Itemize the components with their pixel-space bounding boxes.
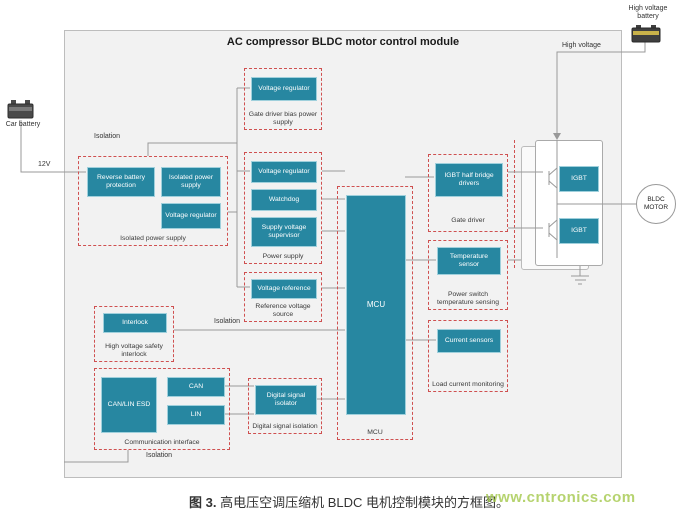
group-label: Reference voltage source — [255, 302, 311, 318]
block-digital-signal-isolator: Digital signal isolator — [255, 385, 317, 415]
bldc-motor-node: BLDC MOTOR — [636, 184, 676, 224]
group-label: Gate driver bias power supply — [248, 110, 318, 126]
block-voltage-reference: Voltage reference — [251, 279, 317, 299]
group-power-supply: Voltage regulator Watchdog Supply voltag… — [244, 152, 322, 264]
supply-voltage-label: 12V — [38, 161, 51, 168]
block-reverse-battery-protection: Reverse battery protection — [87, 167, 155, 197]
figure-caption: 图 3. 高电压空调压缩机 BLDC 电机控制模块的方框图。 — [0, 492, 698, 511]
isolation-barrier-line — [514, 140, 515, 268]
group-label: Power supply — [262, 252, 304, 260]
block-voltage-regulator-main: Voltage regulator — [251, 161, 317, 183]
block-watchdog: Watchdog — [251, 189, 317, 211]
group-gate-driver-bias: Voltage regulator Gate driver bias power… — [244, 68, 322, 130]
figure-caption-text: 高电压空调压缩机 BLDC 电机控制模块的方框图。 — [216, 495, 509, 510]
group-label: Load current monitoring — [432, 380, 504, 388]
group-gate-driver: IGBT half bridge drivers Gate driver — [428, 154, 508, 232]
group-current-monitoring: Current sensors Load current monitoring — [428, 320, 508, 392]
block-can: CAN — [167, 377, 225, 397]
group-reference-voltage: Voltage reference Reference voltage sour… — [244, 272, 322, 322]
block-can-lin-esd: CAN/LIN ESD — [101, 377, 157, 433]
block-voltage-regulator-isolated: Voltage regulator — [161, 203, 221, 229]
group-safety-interlock: Interlock High voltage safety interlock — [94, 306, 174, 362]
group-communication-interface: CAN/LIN ESD CAN LIN Communication interf… — [94, 368, 230, 450]
group-mcu: MCU MCU — [337, 186, 413, 440]
hv-battery-label: High voltage battery — [628, 5, 668, 21]
block-isolated-power-supply: Isolated power supply — [161, 167, 221, 197]
hv-battery-icon — [630, 24, 662, 44]
module-title: AC compressor BLDC motor control module — [226, 36, 460, 48]
group-label: Gate driver — [451, 216, 485, 224]
block-voltage-regulator-bias: Voltage regulator — [251, 77, 317, 101]
block-igbt-bottom: IGBT — [559, 218, 599, 244]
group-temperature-sensing: Temperature sensor Power switch temperat… — [428, 240, 508, 310]
group-label: Communication interface — [124, 438, 200, 446]
group-label: Isolated power supply — [120, 234, 186, 242]
watermark: www.cntronics.com — [486, 489, 636, 506]
group-digital-signal-isolation: Digital signal isolator Digital signal i… — [248, 378, 322, 434]
block-lin: LIN — [167, 405, 225, 425]
group-label: High voltage safety interlock — [105, 342, 163, 358]
block-interlock: Interlock — [103, 313, 167, 333]
figure-number: 图 3. — [189, 495, 217, 510]
car-battery-icon — [6, 96, 36, 120]
block-igbt-top: IGBT — [559, 166, 599, 192]
isolation-label-bottom: Isolation — [146, 452, 173, 459]
car-battery-label: Car battery — [5, 121, 41, 128]
high-voltage-label: High voltage — [562, 42, 601, 49]
isolation-label-top: Isolation — [94, 133, 121, 140]
block-mcu: MCU — [346, 195, 406, 415]
group-label: Digital signal isolation — [252, 422, 318, 430]
power-stage-box — [535, 140, 603, 266]
block-current-sensors: Current sensors — [437, 329, 501, 353]
block-supply-voltage-supervisor: Supply voltage supervisor — [251, 217, 317, 247]
group-label: MCU — [367, 428, 383, 436]
block-igbt-half-bridge-drivers: IGBT half bridge drivers — [435, 163, 503, 197]
group-isolated-power-supply: Reverse battery protection Isolated powe… — [78, 156, 228, 246]
block-temperature-sensor: Temperature sensor — [437, 247, 501, 275]
isolation-label-middle: Isolation — [214, 318, 241, 325]
group-label: Power switch temperature sensing — [437, 290, 499, 306]
